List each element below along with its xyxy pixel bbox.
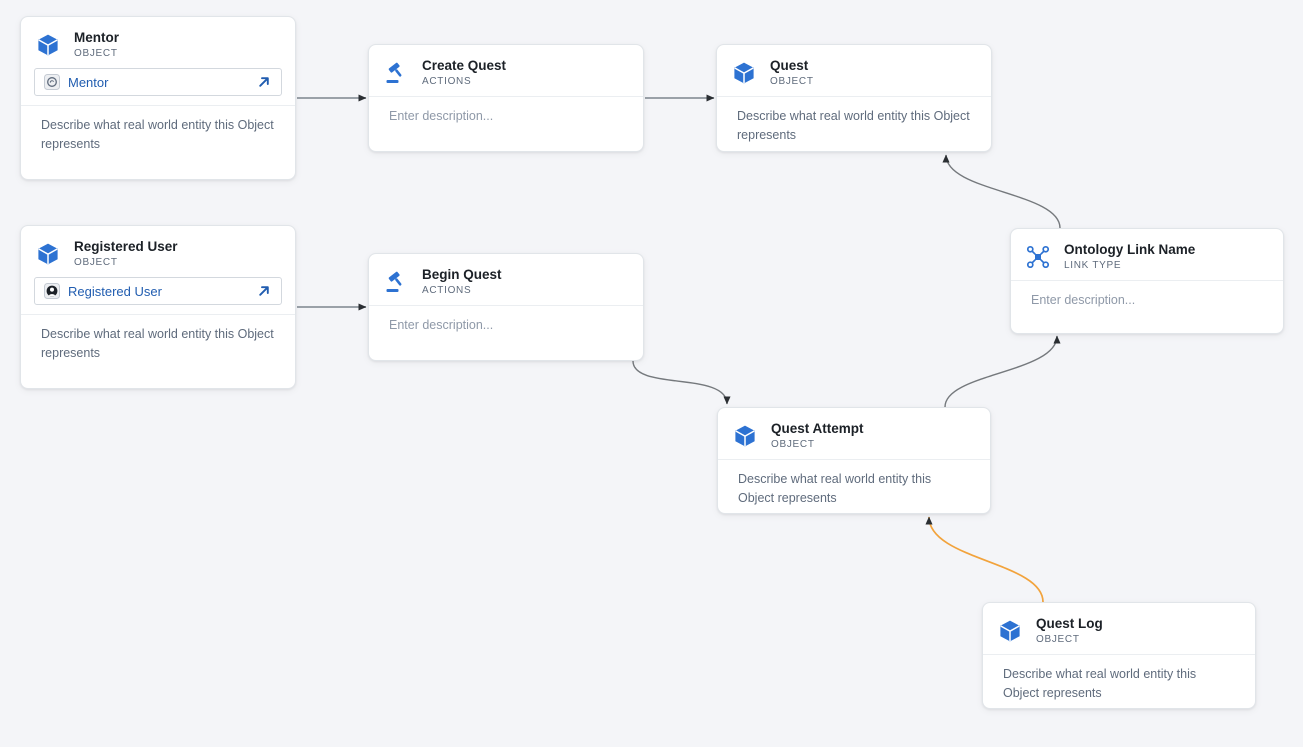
description-text: Describe what real world entity this Obj… bbox=[41, 118, 274, 151]
object-link-chip-row: Mentor bbox=[34, 68, 282, 96]
node-header: Quest OBJECT bbox=[717, 45, 991, 96]
edge-begin-quest-to-quest-attempt[interactable] bbox=[632, 360, 731, 405]
chip-label: Mentor bbox=[68, 74, 109, 90]
node-description-field[interactable]: Describe what real world entity this Obj… bbox=[21, 314, 295, 371]
link-type-icon bbox=[1025, 244, 1051, 270]
node-card-quest-attempt[interactable]: Quest Attempt OBJECT Describe what real … bbox=[717, 407, 991, 514]
cube-icon bbox=[35, 32, 61, 58]
object-link-chip-mentor[interactable]: Mentor bbox=[34, 68, 282, 96]
node-header: Begin Quest ACTIONS bbox=[369, 254, 643, 305]
node-titles: Begin Quest ACTIONS bbox=[422, 267, 502, 297]
node-card-ontology-link-name[interactable]: Ontology Link Name LINK TYPE Enter descr… bbox=[1010, 228, 1284, 334]
cube-icon bbox=[731, 60, 757, 86]
node-titles: Quest OBJECT bbox=[770, 58, 814, 88]
description-text: Describe what real world entity this Obj… bbox=[41, 327, 274, 360]
node-title: Quest Attempt bbox=[771, 421, 864, 436]
description-placeholder: Enter description... bbox=[389, 318, 494, 332]
node-card-quest-log[interactable]: Quest Log OBJECT Describe what real worl… bbox=[982, 602, 1256, 709]
node-type-label: OBJECT bbox=[1036, 634, 1080, 645]
node-card-mentor[interactable]: Mentor OBJECT Mentor Describe what real … bbox=[20, 16, 296, 180]
object-link-chip-registered-user[interactable]: Registered User bbox=[34, 277, 282, 305]
node-titles: Registered User OBJECT bbox=[74, 239, 178, 269]
node-titles: Ontology Link Name LINK TYPE bbox=[1064, 242, 1195, 272]
node-title: Mentor bbox=[74, 30, 119, 45]
node-description-field[interactable]: Describe what real world entity this Obj… bbox=[717, 96, 991, 151]
node-description-field[interactable]: Enter description... bbox=[1011, 280, 1283, 318]
node-header: Quest Attempt OBJECT bbox=[718, 408, 990, 459]
node-header: Ontology Link Name LINK TYPE bbox=[1011, 229, 1283, 280]
arrow-top-right-icon[interactable] bbox=[256, 74, 272, 90]
cube-icon bbox=[997, 618, 1023, 644]
node-card-quest[interactable]: Quest OBJECT Describe what real world en… bbox=[716, 44, 992, 152]
node-header: Quest Log OBJECT bbox=[983, 603, 1255, 654]
description-text: Describe what real world entity this Obj… bbox=[737, 109, 970, 142]
node-description-field[interactable]: Describe what real world entity this Obj… bbox=[983, 654, 1255, 708]
node-header: Registered User OBJECT bbox=[21, 226, 295, 277]
arrow-top-right-icon[interactable] bbox=[256, 283, 272, 299]
take-action-gavel-icon bbox=[383, 269, 409, 295]
node-card-create-quest[interactable]: Create Quest ACTIONS Enter description..… bbox=[368, 44, 644, 152]
description-text: Describe what real world entity this Obj… bbox=[1003, 667, 1197, 700]
take-action-gavel-icon bbox=[383, 60, 409, 86]
node-titles: Quest Log OBJECT bbox=[1036, 616, 1103, 646]
node-description-field[interactable]: Enter description... bbox=[369, 96, 643, 134]
node-type-label: OBJECT bbox=[770, 76, 814, 87]
node-title: Ontology Link Name bbox=[1064, 242, 1196, 257]
node-description-field[interactable]: Describe what real world entity this Obj… bbox=[21, 105, 295, 162]
node-card-begin-quest[interactable]: Begin Quest ACTIONS Enter description... bbox=[368, 253, 644, 361]
node-title: Quest bbox=[770, 58, 809, 73]
node-title: Create Quest bbox=[422, 58, 507, 73]
node-titles: Mentor OBJECT bbox=[74, 30, 119, 60]
object-link-chip-row: Registered User bbox=[34, 277, 282, 305]
edge-ontology-link-to-quest[interactable] bbox=[942, 154, 1061, 229]
node-type-label: LINK TYPE bbox=[1064, 260, 1122, 271]
edge-quest-log-to-quest-attempt[interactable] bbox=[925, 516, 1044, 603]
node-type-label: ACTIONS bbox=[422, 76, 472, 87]
description-placeholder: Enter description... bbox=[389, 109, 494, 123]
node-titles: Quest Attempt OBJECT bbox=[771, 421, 864, 451]
node-header: Create Quest ACTIONS bbox=[369, 45, 643, 96]
node-description-field[interactable]: Enter description... bbox=[369, 305, 643, 343]
node-title: Registered User bbox=[74, 239, 178, 254]
node-type-label: OBJECT bbox=[771, 439, 815, 450]
cube-icon bbox=[732, 423, 758, 449]
cube-icon bbox=[35, 241, 61, 267]
mentor-avatar-icon bbox=[44, 74, 60, 90]
node-type-label: ACTIONS bbox=[422, 285, 472, 296]
registered-user-avatar-icon bbox=[44, 283, 60, 299]
node-titles: Create Quest ACTIONS bbox=[422, 58, 506, 88]
node-type-label: OBJECT bbox=[74, 257, 118, 268]
node-header: Mentor OBJECT bbox=[21, 17, 295, 68]
description-text: Describe what real world entity this Obj… bbox=[738, 472, 932, 505]
chip-label: Registered User bbox=[68, 283, 162, 299]
edge-quest-attempt-to-ontology-link[interactable] bbox=[944, 335, 1061, 408]
node-title: Begin Quest bbox=[422, 267, 502, 282]
node-description-field[interactable]: Describe what real world entity this Obj… bbox=[718, 459, 990, 513]
node-title: Quest Log bbox=[1036, 616, 1103, 631]
node-type-label: OBJECT bbox=[74, 48, 118, 59]
description-placeholder: Enter description... bbox=[1031, 293, 1136, 307]
node-card-registered-user[interactable]: Registered User OBJECT Registered User D… bbox=[20, 225, 296, 389]
